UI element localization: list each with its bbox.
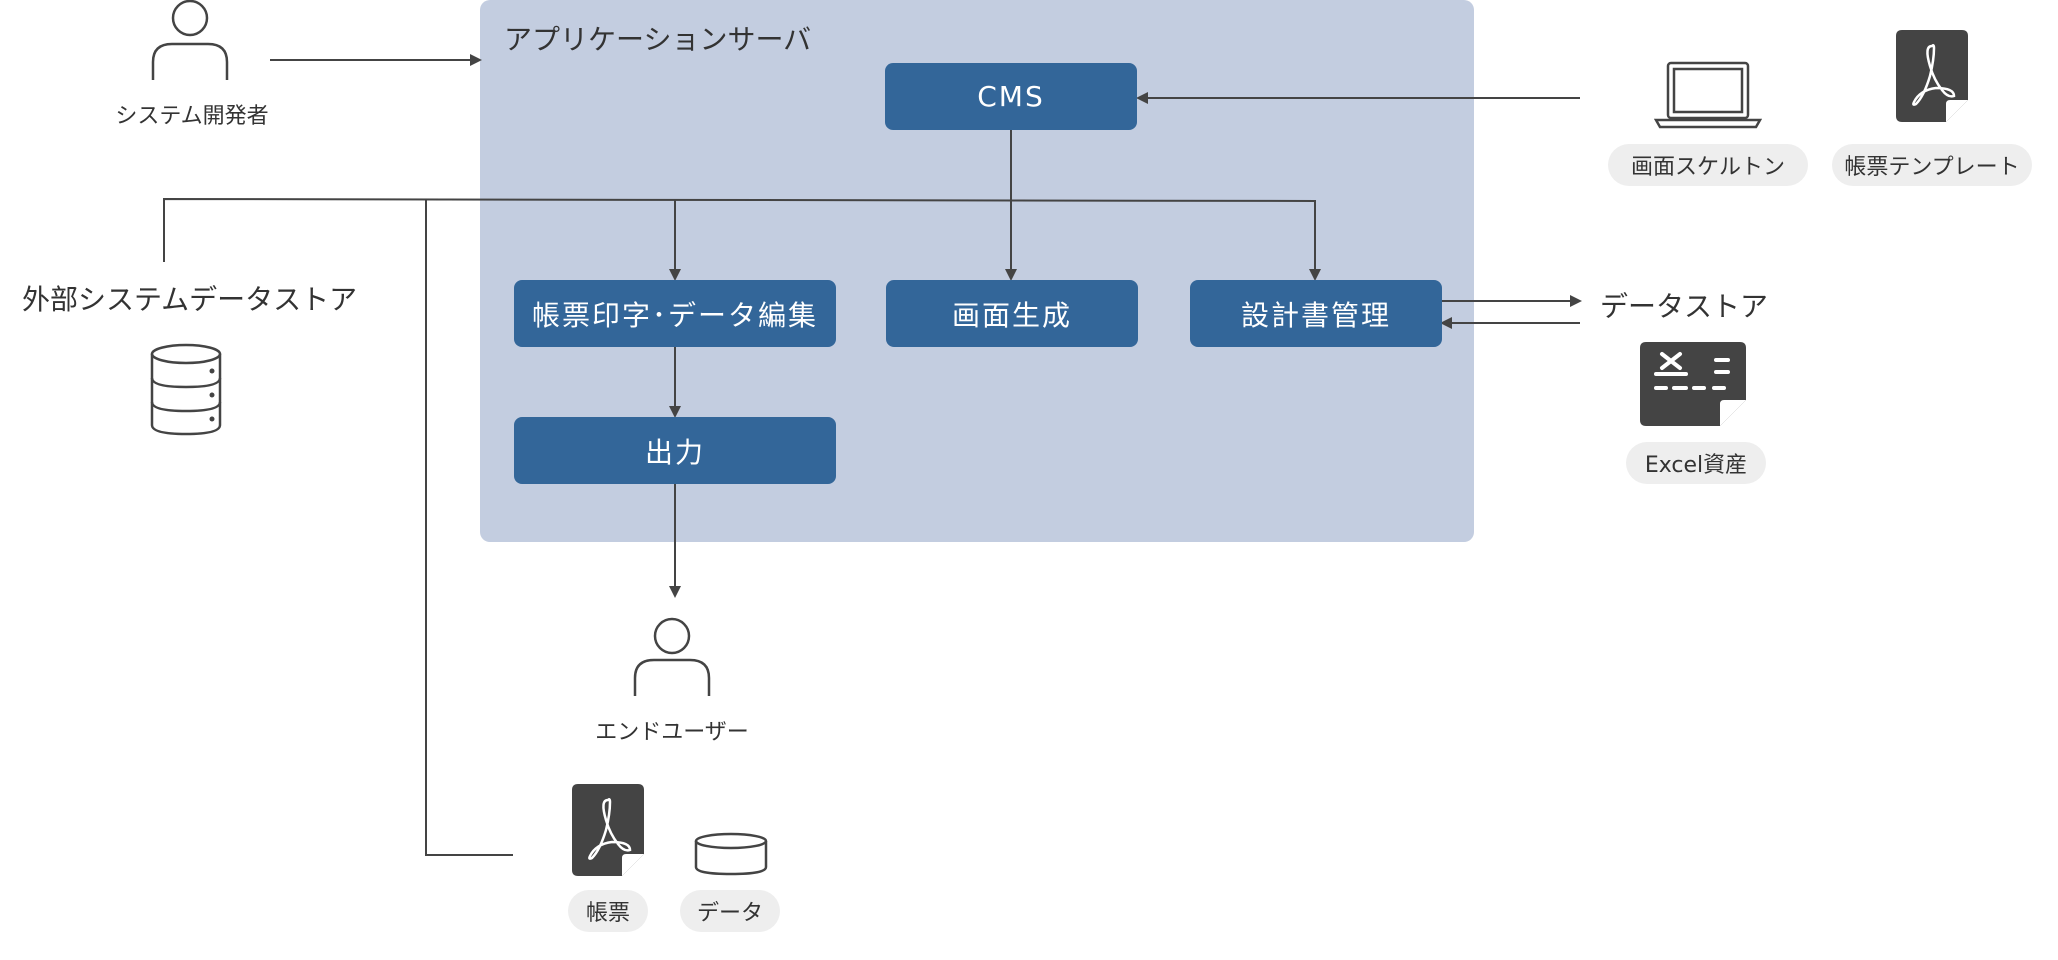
report-template-pill: 帳票テンプレート [1832, 144, 2032, 186]
pdf-icon-template [1896, 30, 1968, 122]
database-icon [150, 343, 222, 436]
external-datastore-label: 外部システムデータストア [22, 283, 358, 316]
developer-label: システム開発者 [115, 104, 269, 129]
datastore-label: データストア [1600, 290, 1769, 323]
person-icon-end-user [633, 617, 711, 696]
excel-assets-pill: Excel資産 [1626, 442, 1766, 484]
distribution-line [163, 197, 1321, 281]
cms-box[interactable]: CMS [885, 63, 1137, 130]
application-server-title: アプリケーションサーバ [504, 23, 812, 56]
data-pill: データ [680, 890, 780, 932]
person-icon-developer [151, 0, 229, 80]
screen-gen-box[interactable]: 画面生成 [886, 280, 1138, 347]
line-to-report-data [425, 200, 513, 856]
excel-file-icon [1640, 342, 1746, 426]
laptop-icon [1654, 61, 1762, 129]
screen-skeleton-pill: 画面スケルトン [1608, 144, 1808, 186]
report-edit-box[interactable]: 帳票印字･データ編集 [514, 280, 836, 347]
report-pill: 帳票 [568, 890, 648, 932]
design-mgmt-box[interactable]: 設計書管理 [1190, 280, 1442, 347]
output-box[interactable]: 出力 [514, 417, 836, 484]
end-user-label: エンドユーザー [595, 720, 749, 745]
data-cylinder-icon [694, 832, 768, 876]
pdf-icon-report [572, 784, 644, 876]
